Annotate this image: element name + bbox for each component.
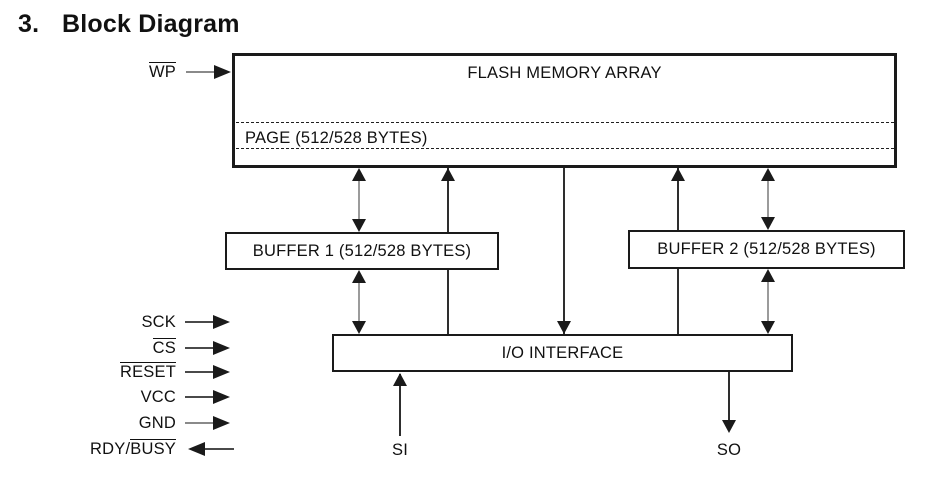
page-section-dashed-line-bottom bbox=[236, 148, 894, 149]
arrowhead-up-icon bbox=[761, 269, 775, 282]
rdy-busy-arrow-line bbox=[205, 448, 234, 450]
page-section-dashed-line-top bbox=[236, 122, 894, 123]
page-section-label: PAGE (512/528 BYTES) bbox=[245, 129, 428, 147]
rdy-busy-pin-overlined-text: BUSY bbox=[130, 439, 176, 458]
cs-pin-label: CS bbox=[40, 338, 176, 358]
page-title: Block Diagram bbox=[62, 10, 240, 38]
reset-arrow-line bbox=[185, 371, 213, 373]
flash-memory-array-box: FLASH MEMORY ARRAY bbox=[232, 53, 897, 168]
buffer2-io-arrow-shaft bbox=[767, 273, 769, 328]
gnd-pin-label: GND bbox=[40, 413, 176, 433]
si-pin-label: SI bbox=[392, 441, 408, 459]
reset-pin-overlined-text: RESET bbox=[119, 362, 176, 381]
rdy-busy-pin-text: RDY/ bbox=[90, 440, 131, 458]
vcc-pin-label: VCC bbox=[40, 387, 176, 407]
flash-buffer1-arrow-shaft bbox=[358, 172, 360, 228]
wp-pin-overlined-text: WP bbox=[149, 62, 176, 81]
buffer2-box: BUFFER 2 (512/528 BYTES) bbox=[628, 230, 905, 269]
arrowhead-up-icon bbox=[671, 168, 685, 181]
so-pin-label: SO bbox=[716, 441, 742, 459]
wp-pin-label: WP bbox=[40, 62, 176, 82]
io-interface-box: I/O INTERFACE bbox=[332, 334, 793, 372]
vcc-arrow-line bbox=[185, 396, 213, 398]
arrowhead-down-icon bbox=[722, 420, 736, 433]
arrowhead-right-icon bbox=[213, 341, 230, 355]
buffer1-io-arrow-shaft bbox=[358, 274, 360, 328]
cs-pin-overlined-text: CS bbox=[152, 338, 176, 357]
vcc-pin-text: VCC bbox=[140, 388, 176, 406]
arrowhead-right-icon bbox=[213, 390, 230, 404]
buffer2-label: BUFFER 2 (512/528 BYTES) bbox=[657, 240, 876, 258]
arrowhead-up-icon bbox=[761, 168, 775, 181]
gnd-pin-text: GND bbox=[138, 414, 176, 432]
so-arrow-line bbox=[728, 372, 730, 422]
gnd-arrow-line bbox=[185, 422, 213, 424]
arrowhead-right-icon bbox=[213, 416, 230, 430]
arrowhead-up-icon bbox=[393, 373, 407, 386]
arrowhead-up-icon bbox=[352, 168, 366, 181]
si-arrow-line bbox=[399, 374, 401, 436]
flash-memory-array-label: FLASH MEMORY ARRAY bbox=[467, 64, 662, 82]
arrowhead-up-icon bbox=[352, 270, 366, 283]
io-interface-label: I/O INTERFACE bbox=[501, 343, 624, 362]
buffer1-label: BUFFER 1 (512/528 BYTES) bbox=[252, 241, 472, 260]
arrowhead-left-icon bbox=[188, 442, 205, 456]
arrowhead-down-icon bbox=[761, 217, 775, 230]
rdy-busy-pin-label: RDY/BUSY bbox=[40, 439, 176, 459]
flash-to-io-center-line bbox=[563, 168, 565, 334]
arrowhead-down-icon bbox=[352, 321, 366, 334]
arrowhead-right-icon bbox=[214, 65, 231, 79]
cs-arrow-line bbox=[185, 347, 213, 349]
arrowhead-down-icon bbox=[352, 219, 366, 232]
flash-buffer2-arrow-shaft bbox=[767, 172, 769, 226]
arrowhead-down-icon bbox=[557, 321, 571, 334]
arrowhead-right-icon bbox=[213, 365, 230, 379]
arrowhead-down-icon bbox=[761, 321, 775, 334]
arrowhead-right-icon bbox=[213, 315, 230, 329]
sck-pin-text: SCK bbox=[141, 313, 176, 331]
wp-arrow-line bbox=[186, 71, 214, 73]
reset-pin-label: RESET bbox=[40, 362, 176, 382]
arrowhead-up-icon bbox=[441, 168, 455, 181]
section-number: 3. bbox=[18, 10, 40, 38]
sck-arrow-line bbox=[185, 321, 213, 323]
sck-pin-label: SCK bbox=[40, 312, 176, 332]
buffer1-box: BUFFER 1 (512/528 BYTES) bbox=[225, 232, 499, 270]
